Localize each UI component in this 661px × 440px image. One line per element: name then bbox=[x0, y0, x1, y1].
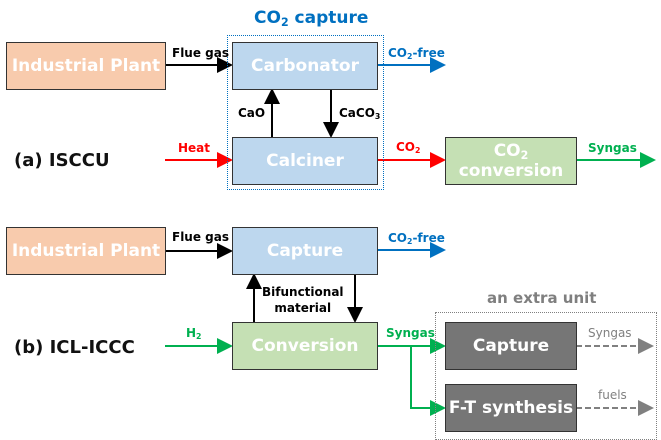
syngas-branch-arrow bbox=[410, 346, 446, 416]
syngas-label-a: Syngas bbox=[588, 141, 637, 155]
cao-label: CaO bbox=[238, 106, 266, 120]
panel-a-label: (a) ISCCU bbox=[14, 150, 110, 171]
fuels-label: fuels bbox=[598, 388, 627, 402]
industrial-plant-b: Industrial Plant bbox=[6, 227, 166, 275]
panel-b-label: (b) ICL-ICCC bbox=[14, 337, 135, 358]
co2-free-label-a: CO2-free bbox=[388, 46, 445, 61]
caco3-label: CaCO3 bbox=[339, 106, 381, 121]
flue-gas-label-a: Flue gas bbox=[172, 46, 229, 60]
conversion-unit: Conversion bbox=[232, 322, 378, 370]
co2-capture-title: CO2 capture bbox=[254, 8, 369, 29]
heat-label: Heat bbox=[178, 141, 211, 155]
bifunctional-material-label: Bifunctional material bbox=[262, 285, 344, 315]
co2-free-label-b: CO2-free bbox=[388, 231, 445, 246]
co2-label: CO2 bbox=[396, 140, 421, 155]
co2-conversion: CO2 conversion bbox=[445, 137, 577, 185]
carbonator: Carbonator bbox=[232, 42, 378, 90]
capture-unit: Capture bbox=[232, 227, 378, 275]
extra-unit-title: an extra unit bbox=[487, 289, 597, 307]
co2-capture-group bbox=[227, 35, 384, 190]
syngas-label-b: Syngas bbox=[386, 326, 435, 340]
ft-synthesis-unit: F-T synthesis bbox=[445, 384, 577, 432]
extra-capture-unit: Capture bbox=[445, 322, 577, 370]
calciner: Calciner bbox=[232, 137, 378, 185]
h2-label: H2 bbox=[186, 326, 202, 341]
extra-syngas-label: Syngas bbox=[588, 326, 632, 340]
industrial-plant-a: Industrial Plant bbox=[6, 42, 166, 90]
flue-gas-label-b: Flue gas bbox=[172, 230, 229, 244]
